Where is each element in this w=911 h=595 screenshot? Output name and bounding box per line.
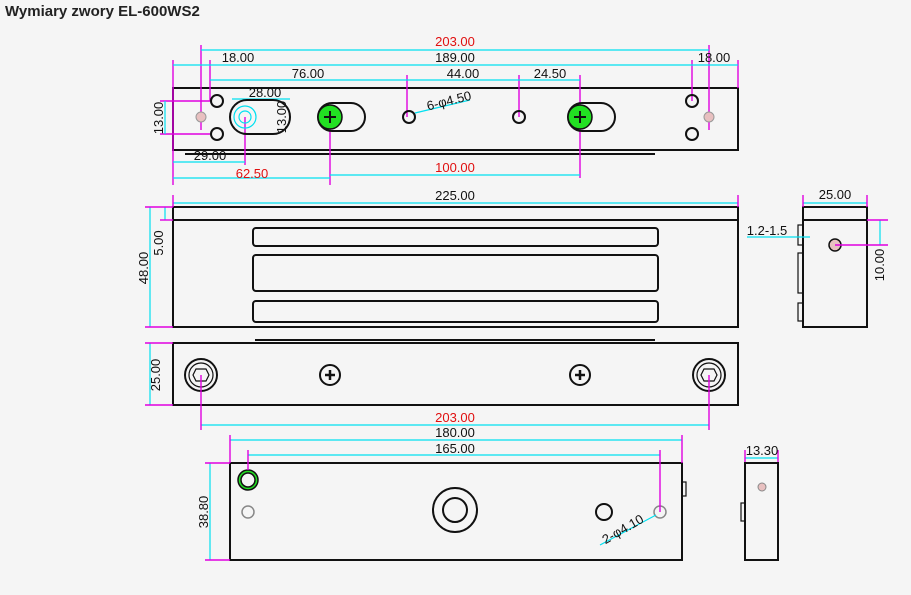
gap-label: 1.2-1.5 (747, 223, 787, 238)
dim-5: 5.00 (151, 230, 166, 255)
side-body (802, 219, 868, 328)
dim-13-3: 13.30 (746, 443, 779, 458)
dim-28: 28.00 (249, 85, 282, 100)
dim-180: 180.00 (435, 425, 475, 440)
center-boss-icon (432, 487, 478, 533)
dim-13-slot: 13.00 (274, 101, 289, 134)
dim-25-side: 25.00 (819, 187, 852, 202)
dim-76: 76.00 (292, 66, 325, 81)
dim-100: 100.00 (435, 160, 475, 175)
dim-203-bottom: 203.00 (435, 410, 475, 425)
armature-hole-left (241, 505, 255, 519)
mounting-holes (210, 94, 699, 141)
side-top-strip (802, 206, 868, 221)
dim-44: 44.00 (447, 66, 480, 81)
dim-62-5: 62.50 (236, 166, 269, 181)
dim-18-left: 18.00 (222, 50, 255, 65)
dim-18-right: 18.00 (698, 50, 731, 65)
coil-bar-bottom (252, 300, 659, 323)
bottom-body (172, 342, 739, 406)
center-pin-icon (233, 105, 257, 129)
coil-bar-top (252, 227, 659, 247)
armature-hole (595, 503, 613, 521)
front-top-strip (172, 206, 739, 221)
dim-48: 48.00 (136, 252, 151, 285)
dim-38-8: 38.80 (196, 496, 211, 529)
top-view: 203.00 18.00 189.00 18.00 76.00 44.00 24… (151, 34, 739, 185)
dim-25-bottom: 25.00 (148, 359, 163, 392)
armature-side-hole (757, 482, 767, 492)
marked-hole-right (703, 111, 715, 123)
dim-10: 10.00 (872, 249, 887, 282)
holes-label: 6-φ4.50 (425, 88, 473, 114)
marked-hole-left (195, 111, 207, 123)
bottom-view: 25.00 203.00 (145, 339, 739, 430)
front-view: 225.00 48.00 5.00 (136, 188, 739, 328)
center-slot (229, 99, 291, 135)
page-title: Wymiary zwory EL-600WS2 (5, 3, 200, 20)
cross-screw-left-icon (319, 364, 341, 386)
armature-view: 180.00 165.00 38.80 2-φ4.10 13.30 (196, 425, 779, 561)
dim-189: 189.00 (435, 50, 475, 65)
dim-24-5: 24.50 (534, 66, 567, 81)
front-body (172, 219, 739, 328)
cross-screw-right-icon (569, 364, 591, 386)
dim-203: 203.00 (435, 34, 475, 49)
side-view: 25.00 1.2-1.5 10.00 (747, 187, 888, 328)
coil-bar-middle (252, 254, 659, 292)
dim-13: 13.00 (151, 102, 166, 135)
armature-body (229, 462, 683, 561)
dim-29: 29.00 (194, 148, 227, 163)
dim-225: 225.00 (435, 188, 475, 203)
armature-side-body (744, 462, 779, 561)
dim-165: 165.00 (435, 441, 475, 456)
armature-holes-label: 2-φ4.10 (599, 511, 646, 547)
dimension-lines (164, 49, 738, 179)
